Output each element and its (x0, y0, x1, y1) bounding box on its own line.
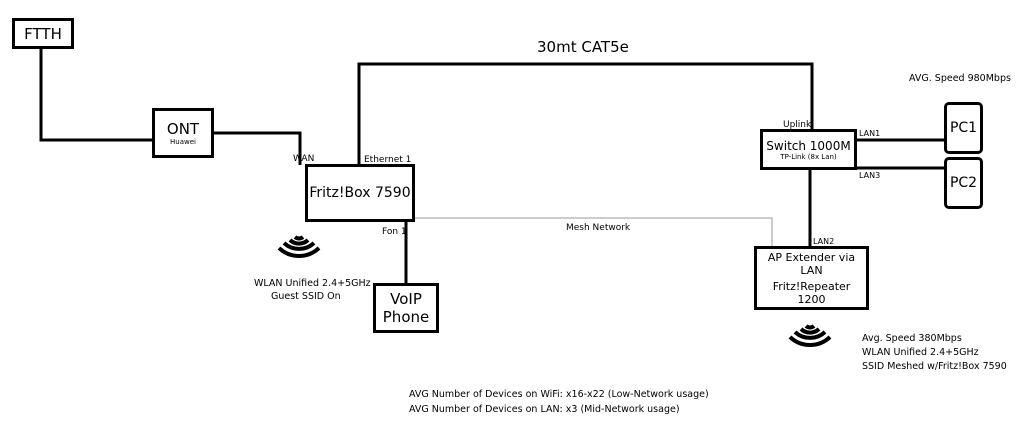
devices-lan-note: AVG Number of Devices on LAN: x3 (Mid-Ne… (409, 404, 680, 415)
ftth-label: FTTH (24, 24, 62, 43)
port-lan3-label: LAN3 (859, 171, 881, 180)
switch-label: Switch 1000M (766, 138, 851, 153)
port-uplink-label: Uplink (783, 120, 812, 130)
wifi-icon (788, 324, 832, 347)
pc2-box: PC2 (944, 157, 983, 209)
port-wan-label: WAN (293, 154, 315, 164)
fritzbox-box: Fritz!Box 7590 (305, 164, 415, 222)
ont-label: ONT (166, 120, 200, 138)
cable-label: 30mt CAT5e (537, 38, 629, 56)
fritz-wlan-note-1: WLAN Unified 2.4+5GHz (254, 278, 371, 289)
wifi-icon (277, 235, 321, 258)
pc1-box: PC1 (944, 102, 983, 154)
extender-label-line1: AP Extender via LAN (767, 250, 856, 277)
ap-extender-box: AP Extender via LAN Fritz!Repeater 1200 (754, 246, 869, 310)
ont-box: ONT Huawei (152, 108, 214, 158)
extender-note-2: WLAN Unified 2.4+5GHz (862, 347, 979, 358)
link-ftth-ont (39, 48, 153, 142)
port-fon1-label: Fon 1 (382, 227, 407, 237)
devices-wifi-note: AVG Number of Devices on WiFi: x16-x22 (… (409, 389, 709, 400)
port-ethernet1-label: Ethernet 1 (364, 155, 412, 165)
ftth-box: FTTH (12, 18, 74, 49)
port-lan1-label: LAN1 (859, 129, 881, 138)
voip-label-line2: Phone (382, 308, 430, 326)
voip-label-line1: VoIP (390, 290, 422, 308)
ont-sub-label: Huawei (170, 138, 196, 146)
fritzbox-label: Fritz!Box 7590 (309, 185, 411, 201)
link-mesh (412, 217, 773, 247)
mesh-network-label: Mesh Network (566, 223, 631, 233)
switch-box: Switch 1000M TP-Link (8x Lan) (760, 129, 857, 170)
link-cat5e (357, 62, 814, 165)
fritz-wlan-note-2: Guest SSID On (271, 291, 341, 302)
voip-phone-box: VoIP Phone (373, 283, 439, 333)
switch-sub-label: TP-Link (8x Lan) (780, 152, 837, 161)
extender-note-1: Avg. Speed 380Mbps (862, 333, 962, 344)
port-lan2-label: LAN2 (813, 237, 835, 246)
pc2-label: PC2 (949, 175, 978, 191)
pc1-label: PC1 (949, 120, 978, 136)
extender-label-line2: Fritz!Repeater 1200 (772, 279, 851, 306)
link-ont-fritzbox (213, 131, 302, 165)
extender-note-3: SSID Meshed w/Fritz!Box 7590 (862, 361, 1007, 372)
pc-speed-note: AVG. Speed 980Mbps (909, 73, 1011, 84)
